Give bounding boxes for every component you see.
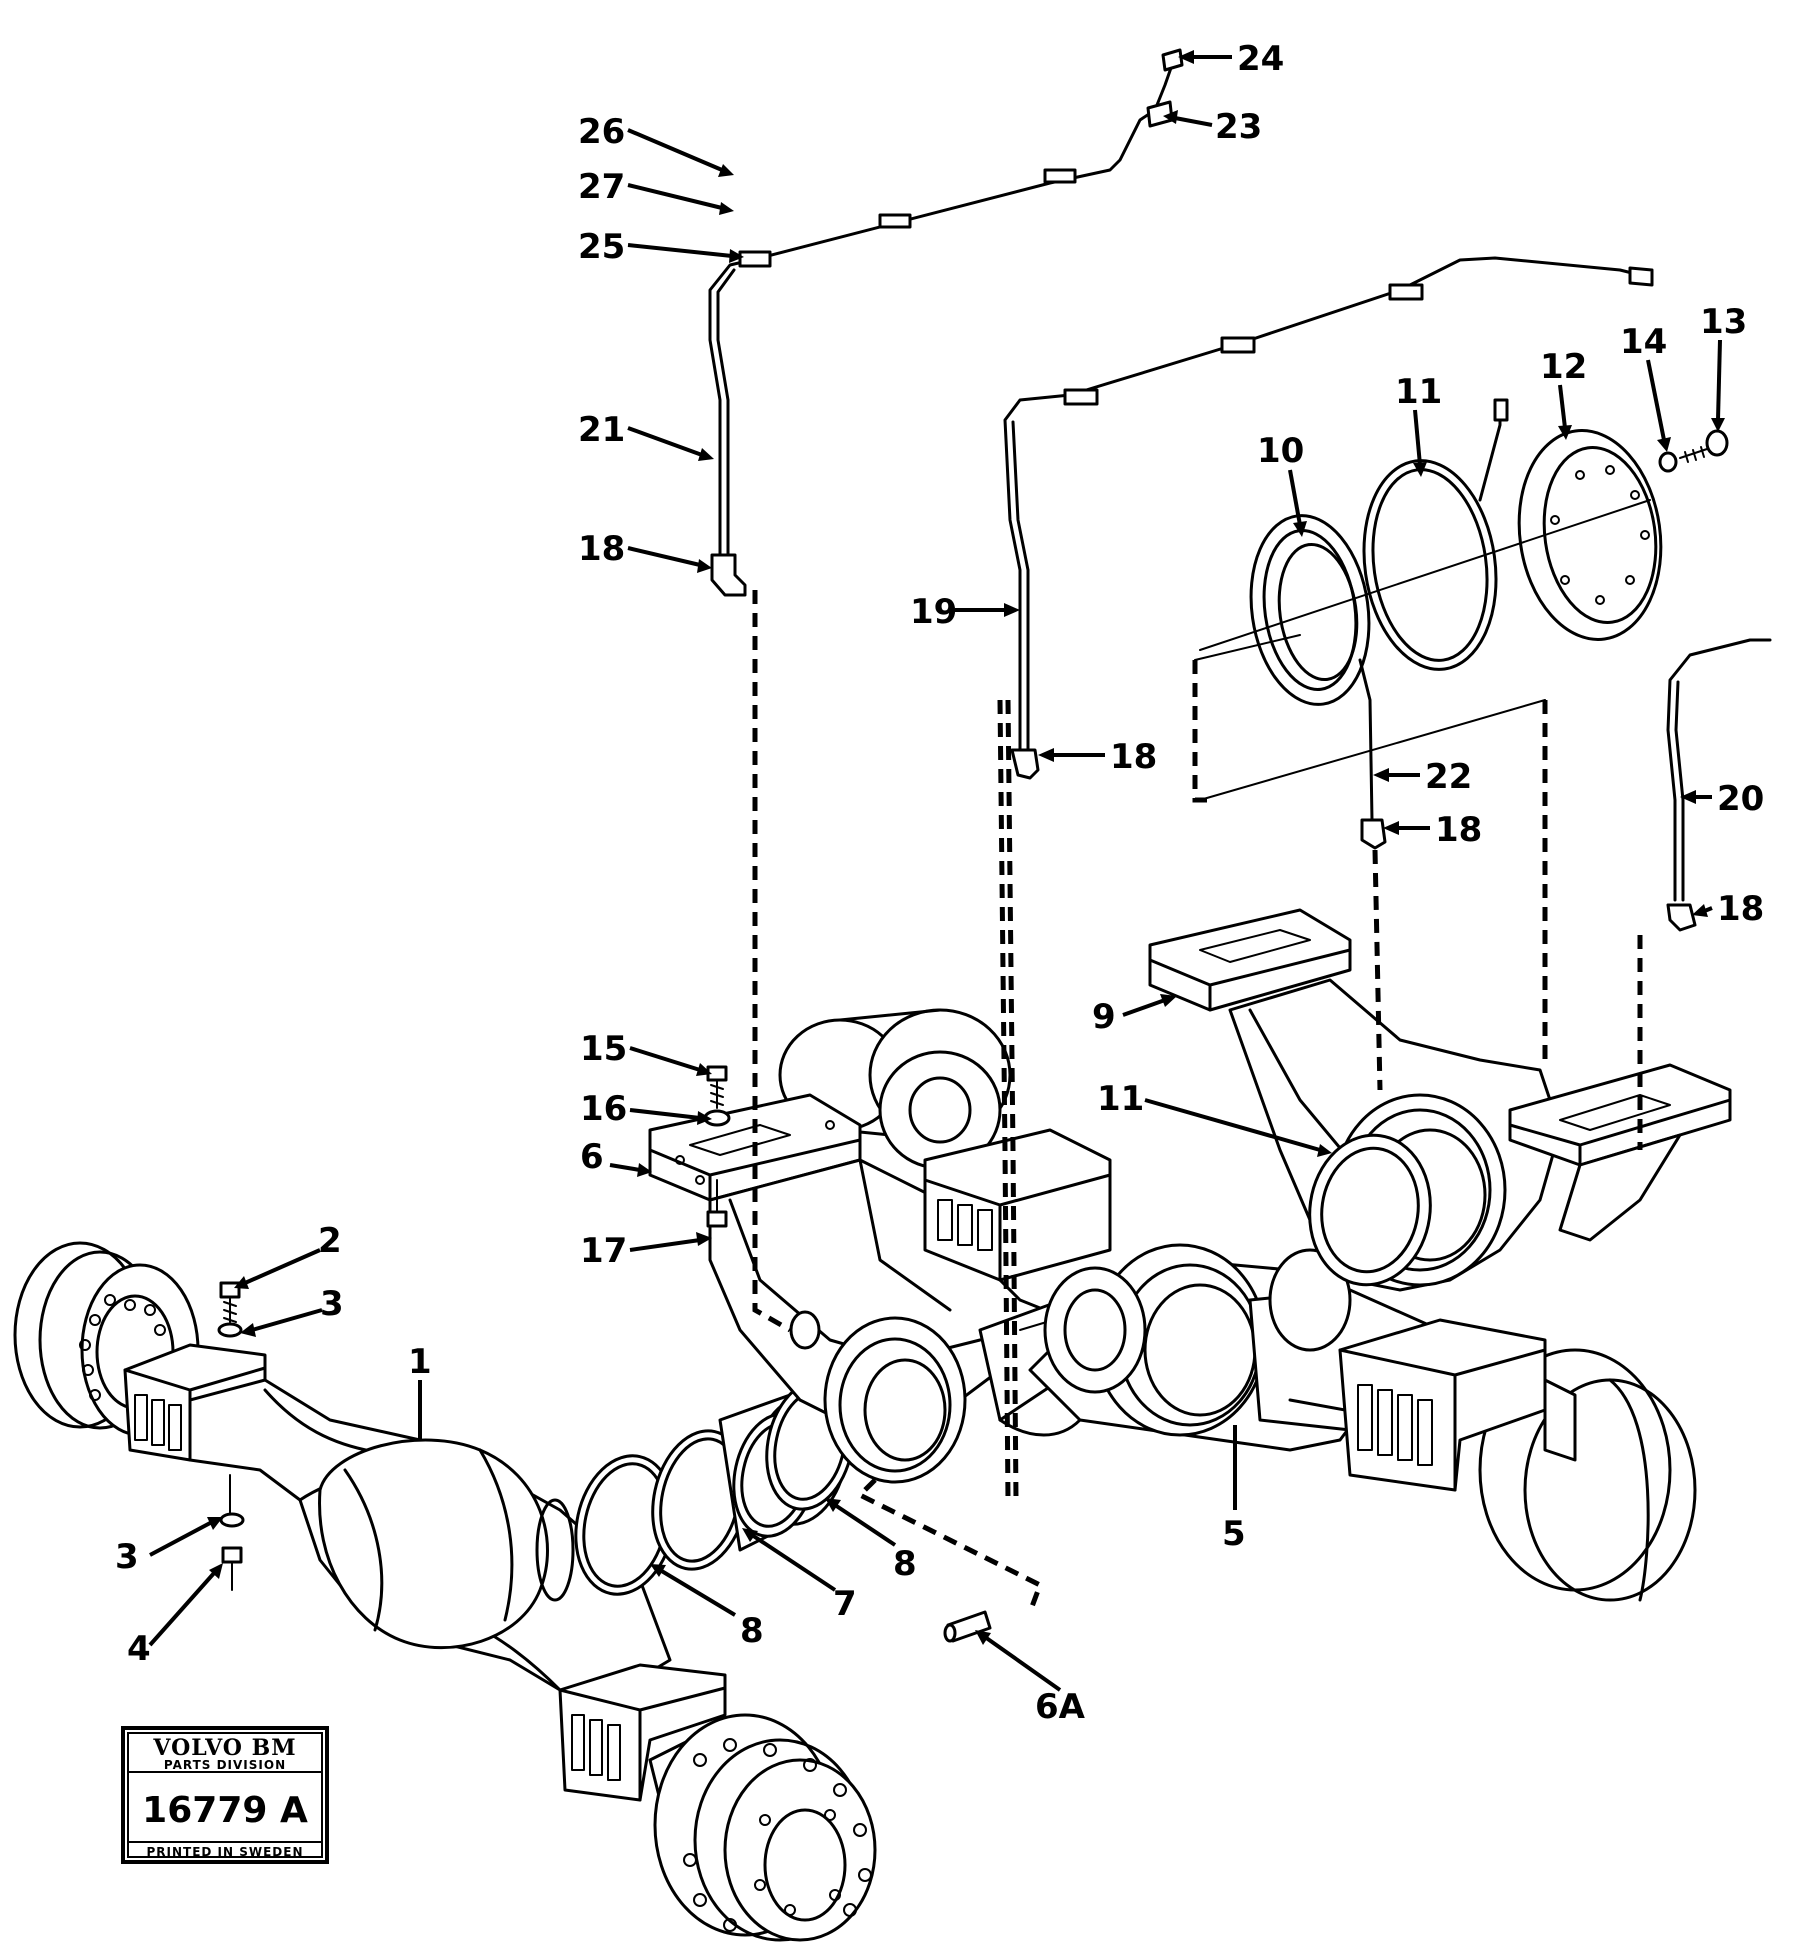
- callout-23: 23: [1215, 107, 1262, 147]
- callout-7: 7: [833, 1584, 857, 1624]
- mounting-bolt-and-nut: [217, 1281, 245, 1591]
- callout-18-right-mid: 18: [1435, 810, 1482, 850]
- callout-10: 10: [1257, 431, 1304, 471]
- callout-17: 17: [580, 1231, 627, 1271]
- callout-26: 26: [578, 112, 625, 152]
- callout-9: 9: [1092, 997, 1116, 1037]
- callout-5: 5: [1222, 1514, 1246, 1554]
- callout-11-top: 11: [1395, 372, 1442, 412]
- callout-3-top: 3: [320, 1284, 344, 1324]
- callout-13: 13: [1700, 302, 1747, 342]
- hub-seal-parts: [1199, 429, 1729, 706]
- stamp-number: 16779 A: [142, 1790, 308, 1831]
- callout-8-left: 8: [740, 1611, 764, 1651]
- callout-18-centre: 18: [1110, 737, 1157, 777]
- callout-labels: 24 23 26 27 25 21 18 19 18 22 18 20 18 1…: [115, 39, 1764, 1727]
- callout-leaders: [148, 50, 1725, 1692]
- callout-8-right: 8: [893, 1544, 917, 1584]
- callout-3-lower: 3: [115, 1537, 139, 1577]
- callout-12: 12: [1540, 347, 1587, 387]
- callout-18-left: 18: [578, 529, 625, 569]
- front-axle-part-1: [13, 1241, 877, 1942]
- stamp-brand: VOLVO BM: [152, 1735, 296, 1761]
- callout-15: 15: [580, 1029, 627, 1069]
- callout-25: 25: [578, 227, 625, 267]
- callout-22: 22: [1425, 757, 1472, 797]
- callout-14: 14: [1620, 322, 1667, 362]
- callout-6a: 6A: [1035, 1687, 1086, 1727]
- pin-part-6a: [943, 1610, 992, 1643]
- bearing-rings: [574, 1379, 855, 1596]
- callout-21: 21: [578, 410, 625, 450]
- callout-16: 16: [580, 1089, 627, 1129]
- lubrication-pipes: [708, 48, 1772, 932]
- stamp-division: PARTS DIVISION: [164, 1758, 286, 1772]
- callout-11-lower: 11: [1097, 1079, 1144, 1119]
- callout-4: 4: [127, 1629, 151, 1669]
- stamp-printed: PRINTED IN SWEDEN: [146, 1845, 303, 1859]
- callout-20: 20: [1717, 779, 1764, 819]
- callout-1: 1: [408, 1342, 432, 1382]
- rear-bogie-frame-part-9: [1148, 908, 1732, 1292]
- callout-24: 24: [1237, 39, 1284, 79]
- frame-bolt-and-nut: [703, 1065, 731, 1228]
- callout-27: 27: [578, 167, 625, 207]
- callout-18-far-right: 18: [1717, 889, 1764, 929]
- callout-19: 19: [910, 592, 957, 632]
- assembly-dashed-lines: [752, 590, 1643, 1613]
- volvo-bm-parts-stamp: VOLVO BM PARTS DIVISION 16779 A PRINTED …: [121, 1726, 329, 1864]
- callout-6: 6: [580, 1137, 604, 1177]
- rear-axle-part-5: [1028, 1243, 1697, 1602]
- callout-2: 2: [318, 1221, 342, 1261]
